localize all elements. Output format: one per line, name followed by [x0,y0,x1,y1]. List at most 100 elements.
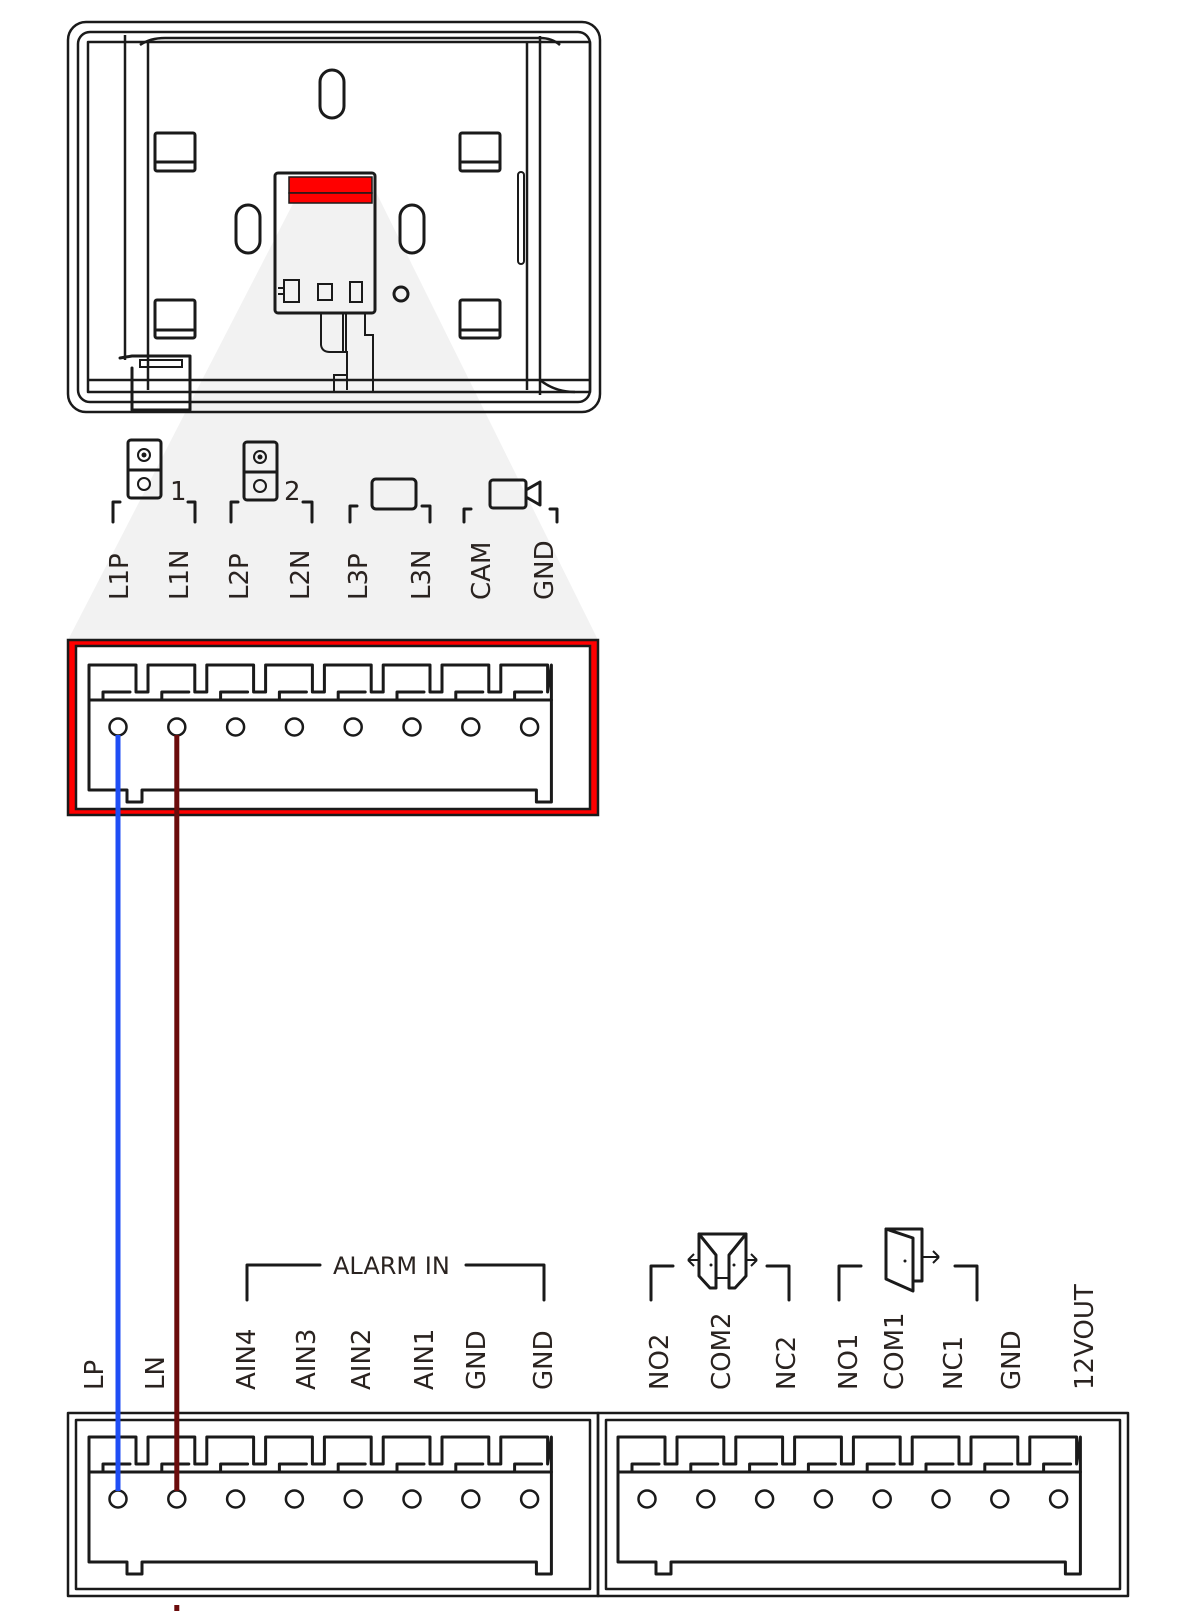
connector-body [87,1470,553,1576]
pin-label: COM2 [707,1312,737,1390]
mounting-slot-left [234,203,262,255]
camera-icon [488,478,542,510]
pin-label: NC1 [939,1336,969,1390]
connector-teeth [616,1435,1082,1474]
pin-label: L1N [165,550,195,600]
terminal-pin-l3p [343,717,363,737]
door-station-number: 1 [170,477,187,507]
terminal-pin-gnd [990,1489,1010,1509]
group-bracket [649,1264,791,1302]
terminal-pin-ain3 [284,1489,305,1509]
connector-lip [689,1462,720,1474]
connector-lip [983,1462,1014,1474]
terminal-pin-l1p [108,717,128,737]
indoor-monitor-icon [370,477,418,511]
pin-label: L3P [344,553,374,600]
mounting-slot-top [318,68,346,120]
connector-lip [865,1462,896,1474]
terminal-pin-gnd [519,717,540,737]
bottom-left-pin-labels: LP LN AIN4 AIN3 AIN2 AIN1 GND GND [80,1329,559,1390]
pin-label: GND [462,1330,492,1390]
connector-lip [219,1462,250,1474]
pin-label: AIN1 [410,1329,440,1390]
alarm-in-group: ALARM IN [245,1252,546,1302]
connector-lip [1042,1462,1073,1474]
door-station-number: 2 [284,477,301,507]
single-door-icon [884,1227,940,1293]
group-bracket [229,500,314,524]
connector-teeth [87,663,553,702]
top-connector-legend: 1 2 [111,438,559,524]
network-port [118,354,192,412]
terminal-pin-ln [167,1489,187,1509]
terminal-pin-no2 [637,1489,657,1509]
device-back-view [66,20,602,414]
wires [115,735,180,1611]
connector-lip [336,1462,367,1474]
connector-lip [277,1462,308,1474]
terminal-pin-gnd [461,1489,481,1509]
connector-pins [108,717,540,737]
terminal-pin-12vout [1048,1489,1069,1509]
pcb-board [273,171,377,393]
pin-label: LP [80,1360,110,1390]
connector-lip [160,690,191,702]
connector-lip [336,690,367,702]
connector-lip [924,1462,955,1474]
top-connector [66,638,600,817]
connector-teeth [87,1435,553,1474]
terminal-pin-no1 [813,1489,834,1509]
terminal-pin-gnd [519,1489,540,1509]
connector-teeth-outline [87,1435,553,1474]
group-bracket [837,1264,979,1302]
top-pin-labels: L1P L1N L2P L2N L3P L3N CAM GND [105,540,560,600]
group-bracket [245,1263,546,1302]
pin-label: GND [997,1330,1027,1390]
connector-pins [637,1489,1069,1509]
bottom-right-connector [596,1411,1130,1598]
connector-lip [454,1462,485,1474]
alarm-in-label: ALARM IN [333,1252,450,1280]
pin-label: CAM [467,542,497,600]
connector-teeth-outline [616,1435,1082,1474]
pin-label: GND [529,1330,559,1390]
connector-body [87,698,553,804]
highlighted-connector [288,176,373,194]
pin-label: GND [530,540,560,600]
pin-label: L1P [105,553,135,600]
bottom-right-pin-labels: NO2 COM2 NC2 NO1 COM1 NC1 GND 12VOUT [645,1284,1100,1390]
group-bracket [462,507,559,524]
pin-label: LN [141,1356,171,1390]
connector-teeth-outline [87,663,553,702]
pin-label: 12VOUT [1070,1284,1100,1390]
pin-label: AIN4 [232,1329,262,1390]
group-bracket [348,504,432,524]
pin-label: L2P [225,553,255,600]
connector-lip [513,1462,544,1474]
terminal-pin-com1 [872,1489,892,1509]
connector-lip [160,1462,191,1474]
terminal-pin-com2 [696,1489,716,1509]
pin-label: NO1 [834,1334,864,1390]
connector-lip [219,690,250,702]
door-station-icon [126,438,163,500]
terminal-pin-lp [108,1489,128,1509]
bottom-left-connector [66,1411,600,1598]
connector-lip [513,690,544,702]
pin-label: NO2 [645,1334,675,1390]
connector-lip [395,1462,426,1474]
connector-lip [277,690,308,702]
group-bracket [111,500,197,524]
connector-lip [748,1462,779,1474]
pin-label: COM1 [880,1312,910,1390]
terminal-pin-nc2 [754,1489,775,1509]
terminal-pin-l2n [284,717,305,737]
terminal-pin-cam [461,717,481,737]
connector-body [616,1470,1082,1576]
terminal-pin-ain2 [343,1489,363,1509]
connector-pins [108,1489,540,1509]
pin-label: AIN2 [347,1329,377,1390]
terminal-pin-l2p [225,717,246,737]
connector-lip [395,690,426,702]
